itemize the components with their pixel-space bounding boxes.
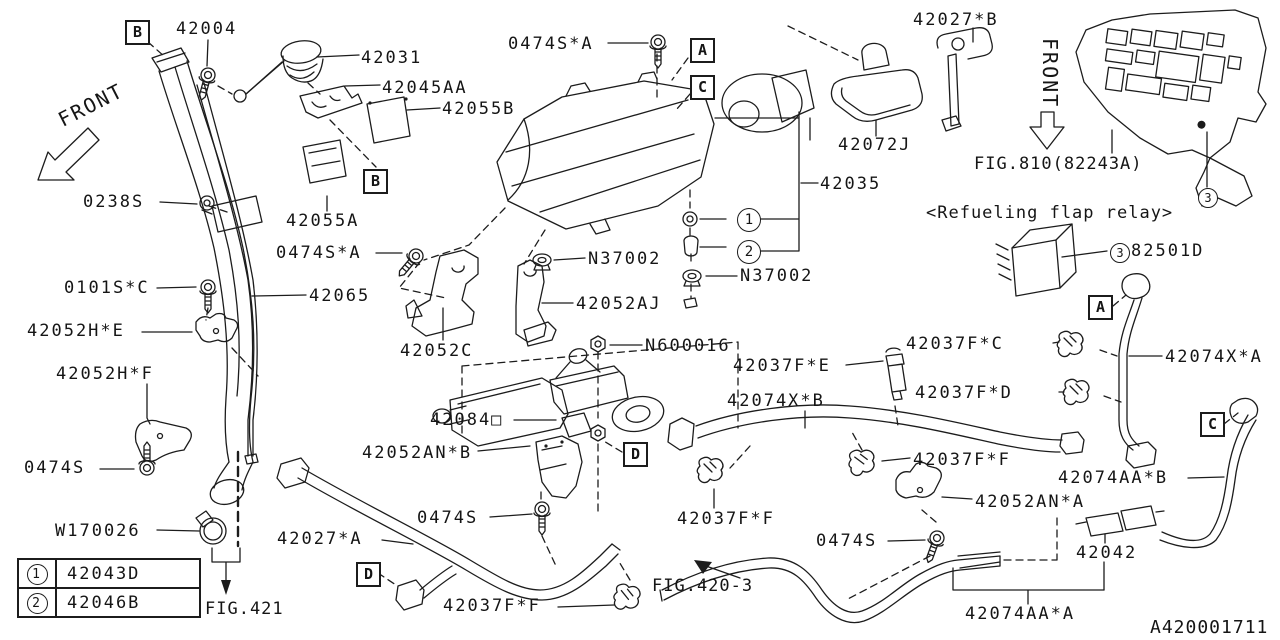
part-label-42037ff: 42037F*F — [677, 509, 775, 529]
part-label-42074xa: 42074X*A — [1165, 347, 1263, 367]
legend-row: 1 42043D — [17, 558, 201, 589]
figure-ref-421: FIG.421 — [205, 599, 284, 619]
clips-drawing — [612, 330, 1090, 612]
part-label-0474s: 0474S — [24, 458, 86, 478]
section-marker-b: B — [125, 20, 150, 45]
pump-42084-drawing — [432, 348, 665, 447]
section-marker-d: D — [623, 442, 648, 467]
legend-row: 2 42046B — [17, 587, 201, 618]
part-label-42037fc: 42037F*C — [906, 334, 1004, 354]
front-arrow-right-icon — [1029, 111, 1065, 150]
part-label-82501d: 82501D — [1131, 241, 1205, 261]
part-label-0474sa: 0474S*A — [276, 243, 362, 263]
front-marker-right: FRONT — [1038, 38, 1062, 109]
fig-421-arrow-icon — [221, 580, 231, 595]
fig-421-bracket — [211, 547, 241, 581]
part-label-n37002: N37002 — [740, 266, 814, 286]
canister-42035-drawing — [496, 71, 715, 235]
front-arrow-left-icon — [37, 127, 100, 181]
part-label-42037ff: 42037F*F — [443, 596, 541, 616]
bracket-42052he-drawing — [195, 312, 239, 343]
bracket-42052ana-drawing — [895, 461, 942, 499]
part-label-42027a: 42027*A — [277, 529, 363, 549]
callout-2: 2 — [737, 240, 761, 264]
figure-arrows — [37, 111, 1065, 595]
legend-callout-1: 1 — [26, 563, 48, 585]
callout-1: 1 — [737, 208, 761, 232]
part-label-42045aa: 42045AA — [382, 78, 468, 98]
part-label-42052he: 42052H*E — [27, 321, 125, 341]
part-label-42055b: 42055B — [442, 99, 516, 119]
purge-valve-drawing — [721, 69, 815, 141]
section-marker-a: A — [690, 38, 715, 63]
section-marker-a: A — [1088, 295, 1113, 320]
figure-ref-810: FIG.810(82243A) — [974, 154, 1143, 174]
part-label-42037ff: 42037F*F — [913, 450, 1011, 470]
part-label-42052ana: 42052AN*A — [975, 492, 1086, 512]
part-label-0238s: 0238S — [83, 192, 145, 212]
legend-part-number: 42043D — [55, 558, 201, 589]
callout-3: 3 — [1110, 243, 1130, 263]
bracket-42052aj-drawing — [515, 259, 557, 347]
legend-table: 1 42043D 2 42046B — [17, 558, 201, 618]
part-label-42065: 42065 — [309, 286, 371, 306]
bracket-42027b-drawing — [936, 27, 993, 132]
part-label-w170026: W170026 — [55, 521, 141, 541]
part-label-42031: 42031 — [361, 48, 423, 68]
part-label-42037fd: 42037F*D — [915, 383, 1013, 403]
bracket-42052anb-drawing — [535, 435, 583, 499]
legend-part-number: 42046B — [55, 587, 201, 618]
part-label-0474sa: 0474S*A — [508, 34, 594, 54]
part-label-42052hf: 42052H*F — [56, 364, 154, 384]
part-label-42042: 42042 — [1076, 543, 1138, 563]
part-label-42074xb: 42074X*B — [727, 391, 825, 411]
part-label-42074aab: 42074AA*B — [1058, 468, 1169, 488]
part-label-42027b: 42027*B — [913, 10, 999, 30]
section-marker-c: C — [1200, 412, 1225, 437]
part-label-42055a: 42055A — [286, 211, 360, 231]
bracket-42052c-drawing — [405, 249, 479, 337]
section-marker-c: C — [690, 75, 715, 100]
part-label-n600016: N600016 — [645, 336, 731, 356]
part-label-42052anb: 42052AN*B — [362, 443, 473, 463]
relay-82501d-drawing — [995, 223, 1077, 297]
part-label-42084: 42084□ — [430, 410, 504, 430]
part-label-42037fe: 42037F*E — [733, 356, 831, 376]
fig-420-3-arrow-icon — [694, 560, 712, 574]
fuel-filler-pipe-drawing — [151, 47, 263, 506]
section-marker-d: D — [356, 562, 381, 587]
hoses-drawing — [195, 273, 1259, 624]
bracket-42045aa-drawing — [299, 85, 363, 119]
part-label-42074aaa: 42074AA*A — [965, 604, 1076, 624]
part-label-42052c: 42052C — [400, 341, 474, 361]
diagram-code: A420001711 — [1150, 617, 1269, 638]
bracket-42052hf-drawing — [134, 419, 192, 462]
bracket-42072j-drawing — [830, 42, 923, 122]
legend-callout-2: 2 — [26, 592, 48, 614]
dashed-lines — [147, 25, 1239, 601]
part-label-42035: 42035 — [820, 174, 882, 194]
part-label-0101sc: 0101S*C — [64, 278, 150, 298]
pad-42055b-drawing — [366, 96, 411, 144]
leader-lines — [99, 27, 1225, 608]
section-marker-b: B — [363, 169, 388, 194]
fuse-box-drawing — [1075, 9, 1267, 207]
fig-420-3-arrow-line — [705, 565, 741, 579]
fasteners-drawing — [138, 34, 948, 566]
part-label-42072j: 42072J — [838, 135, 912, 155]
pad-42055a-drawing — [302, 139, 347, 184]
part-label-42004: 42004 — [176, 19, 238, 39]
part-label-0474s: 0474S — [417, 508, 479, 528]
part-label-0474s: 0474S — [816, 531, 878, 551]
figure-ref-420-3: FIG.420-3 — [652, 576, 754, 596]
part-label-n37002: N37002 — [588, 249, 662, 269]
refueling-flap-relay-note: <Refueling flap relay> — [926, 203, 1174, 223]
part-label-42052aj: 42052AJ — [576, 294, 662, 314]
callout-3: 3 — [1198, 188, 1218, 208]
